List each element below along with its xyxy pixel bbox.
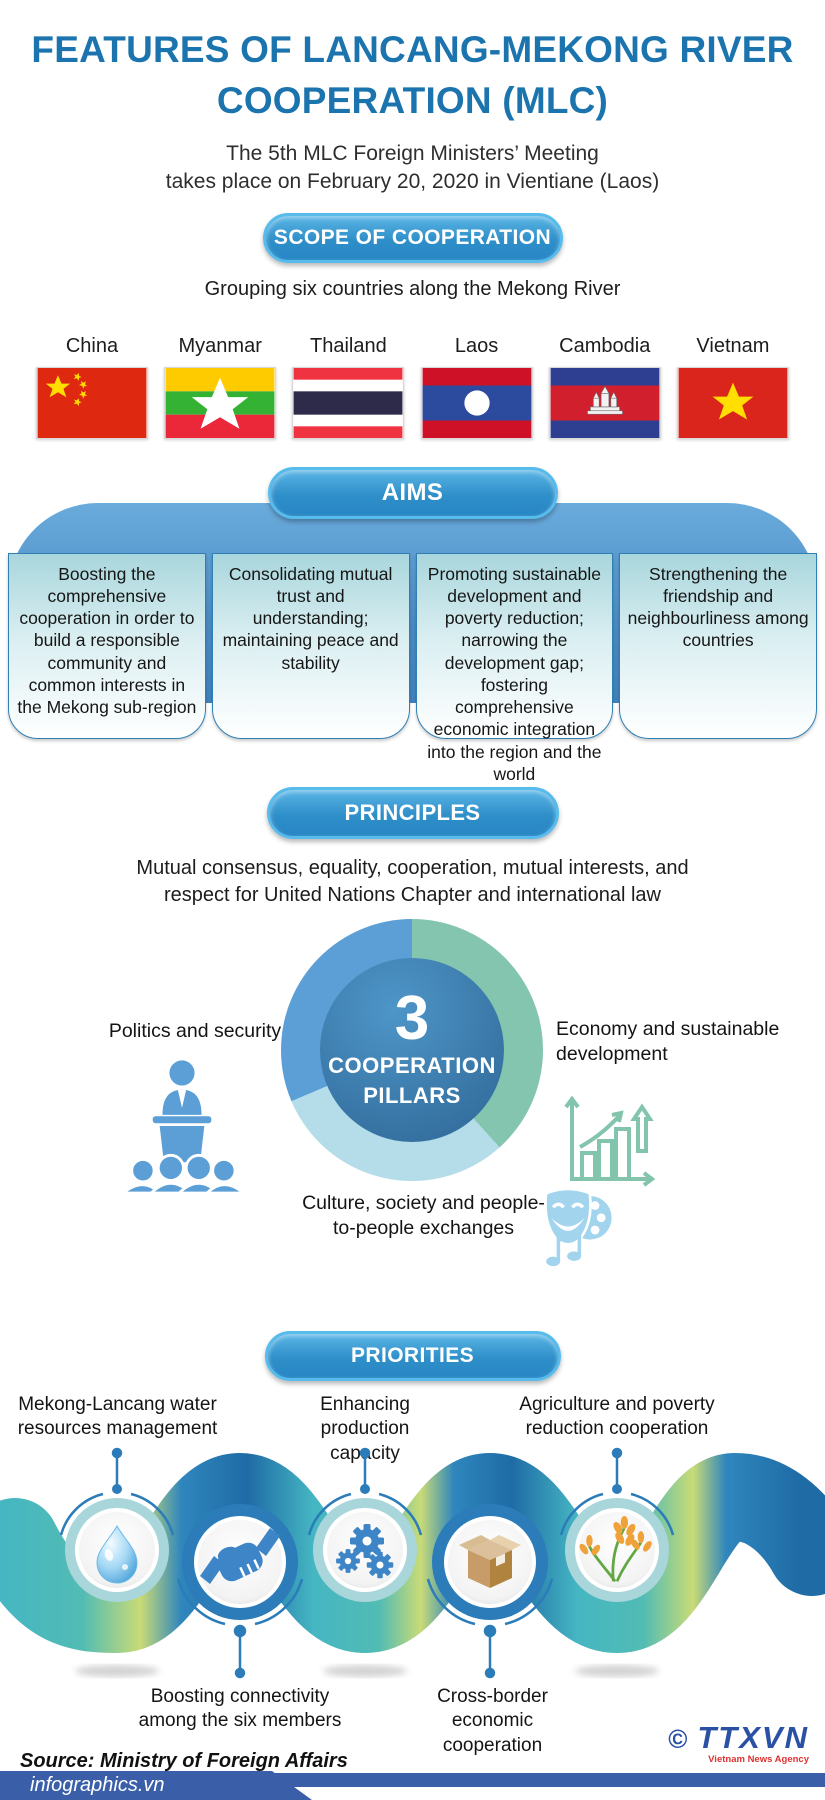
principles-heading-label: PRINCIPLES	[344, 799, 481, 825]
principles-heading-pill: PRINCIPLES	[0, 786, 825, 839]
circle-shadow	[575, 1664, 659, 1677]
pillar-politics-label: Politics and security	[108, 1019, 282, 1042]
cardboard-box-icon	[459, 1534, 521, 1588]
growth-chart-icon	[560, 1091, 660, 1196]
water-drop-icon	[96, 1524, 138, 1584]
aims-boxes: Boosting the comprehensive cooperation i…	[8, 552, 817, 784]
priority-circle-water	[59, 1483, 175, 1602]
pillar-economy-label: Economy and sustainable development	[556, 1017, 780, 1066]
country-label: Myanmar	[178, 334, 262, 357]
agency-name: TTXVN	[697, 1720, 809, 1755]
priorities-heading-label: PRIORITIES	[350, 1343, 475, 1367]
scope-heading-label: SCOPE OF COOPERATION	[273, 225, 552, 249]
priority-connectivity-label: Boosting connectivity among the six memb…	[138, 1685, 342, 1732]
copyright-icon: ©	[668, 1724, 688, 1754]
country-label: Cambodia	[559, 334, 651, 357]
vietnam-flag-icon	[676, 366, 789, 439]
connector-lines-bottom	[233, 1624, 497, 1679]
page-title: FEATURES OF LANCANG-MEKONG RIVER COOPERA…	[0, 24, 825, 126]
pillars-word-1: COOPERATION	[328, 1053, 496, 1079]
footer-site-banner: infographics.vn	[0, 1771, 312, 1800]
aim-box-1: Boosting the comprehensive cooperation i…	[8, 552, 206, 739]
page-title-line2: COOPERATION (MLC)	[216, 80, 609, 122]
principles-text: Mutual consensus, equality, cooperation,…	[136, 856, 689, 906]
priority-agriculture-label: Agriculture and poverty reduction cooper…	[519, 1393, 715, 1440]
priority-circle-connectivity	[176, 1503, 304, 1625]
page-subtitle: The 5th MLC Foreign Ministers’ Meeting t…	[0, 140, 825, 197]
pillars-word-2: PILLARS	[363, 1083, 461, 1109]
priority-circle-crossborder	[426, 1503, 554, 1625]
priorities-heading-pill: PRIORITIES	[0, 1330, 825, 1381]
myanmar-flag-icon	[164, 366, 277, 439]
country-label: China	[65, 334, 119, 357]
priority-water-label: Mekong-Lancang water resources managemen…	[17, 1393, 218, 1440]
page-title-line1: FEATURES OF LANCANG-MEKONG RIVER	[31, 29, 794, 70]
priority-circle-production	[307, 1483, 423, 1602]
pillar-culture-label: Culture, society and people-to-people ex…	[302, 1191, 545, 1240]
priorities-top-labels: Mekong-Lancang water resources managemen…	[0, 1393, 825, 1464]
pillars-donut-center: 3 COOPERATION PILLARS	[320, 957, 504, 1142]
country-vietnam: Vietnam	[676, 334, 789, 439]
aim-box-3: Promoting sustainable development and po…	[415, 552, 614, 784]
ttxvn-logo: © TTXVN Vietnam News Agency	[668, 1722, 809, 1765]
china-flag-icon	[36, 366, 148, 439]
thailand-flag-icon	[292, 366, 405, 439]
pillars-donut-chart: 3 COOPERATION PILLARS	[281, 918, 543, 1181]
page-subtitle-line2: takes place on February 20, 2020 in Vien…	[165, 170, 660, 194]
country-thailand: Thailand	[292, 334, 405, 439]
country-laos: Laos	[420, 334, 533, 439]
aims-heading-label: AIMS	[381, 478, 444, 506]
wave-ribbon	[0, 1452, 825, 1653]
cambodia-flag-icon	[548, 366, 661, 439]
theater-masks-icon	[520, 1173, 616, 1278]
speaker-podium-icon	[112, 1059, 252, 1198]
country-label: Vietnam	[696, 334, 770, 357]
laos-flag-icon	[420, 366, 533, 439]
page-subtitle-line1: The 5th MLC Foreign Ministers’ Meeting	[226, 142, 599, 166]
country-china: China	[36, 335, 148, 439]
connector-lines-top	[111, 1447, 623, 1485]
scope-description: Grouping six countries along the Mekong …	[204, 277, 621, 300]
priorities-wave-band	[0, 1447, 825, 1679]
priority-circle-agriculture	[559, 1483, 675, 1602]
scope-heading-pill: SCOPE OF COOPERATION	[262, 212, 563, 263]
agency-subtitle: Vietnam News Agency	[708, 1754, 809, 1765]
circle-shadow	[323, 1664, 407, 1677]
aims-heading-pill: AIMS	[0, 466, 825, 519]
rice-plant-icon	[579, 1515, 652, 1582]
country-myanmar: Myanmar	[164, 334, 277, 439]
priorities-bottom-labels: Boosting connectivity among the six memb…	[0, 1685, 825, 1771]
aim-box-4: Strengthening the friendship and neighbo…	[619, 552, 817, 739]
pillars-count: 3	[394, 984, 430, 1054]
site-name: infographics.vn	[30, 1774, 165, 1796]
country-label: Thailand	[310, 334, 387, 357]
aims-section: AIMS Boosting the comprehensive cooperat…	[0, 466, 825, 784]
priority-crossborder-label: Cross-border economic cooperation	[437, 1685, 548, 1757]
circle-shadow	[75, 1664, 159, 1677]
source-note: Source: Ministry of Foreign Affairs	[20, 1750, 348, 1772]
gears-icon	[336, 1523, 394, 1579]
country-flags-row: China Myanmar	[36, 335, 789, 439]
aim-box-2: Consolidating mutual trust and understan…	[211, 552, 410, 739]
country-label: Laos	[454, 334, 499, 357]
infographic-page: { "header": { "title_line1": "FEATURES O…	[0, 24, 825, 1800]
country-cambodia: Cambodia	[548, 334, 661, 439]
handshake-icon	[200, 1527, 280, 1584]
cooperation-pillars-section: 3 COOPERATION PILLARS Politics and secur…	[0, 915, 825, 1287]
